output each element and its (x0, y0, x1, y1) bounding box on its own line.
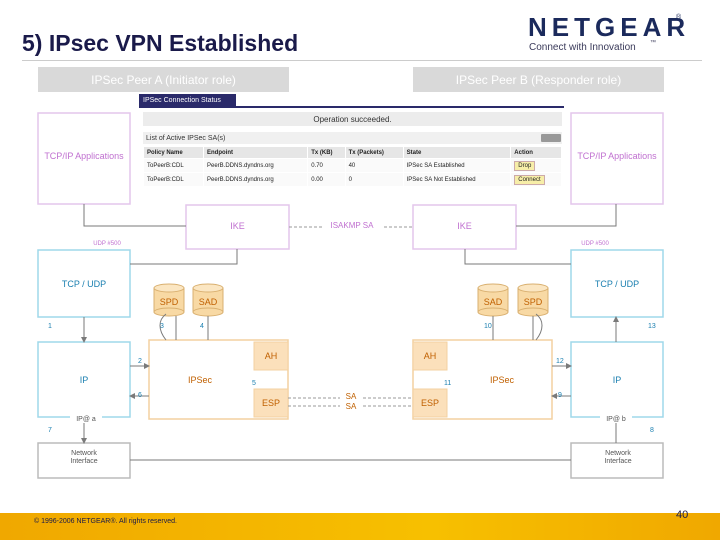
ah-label-left: AH (264, 351, 278, 361)
active-sa-subheader: List of Active IPSec SA(s) (143, 132, 562, 144)
peer-b-header: IPSec Peer B (Responder role) (413, 67, 664, 92)
cell-endpoint: PeerB.DDNS.dyndns.org (202, 158, 309, 173)
network-interface-box-right (570, 442, 664, 479)
step-12: 12 (556, 358, 564, 365)
step-8: 8 (650, 427, 654, 434)
footer-bar (0, 513, 720, 540)
sa-label-lower: SA (340, 402, 362, 411)
status-panel-rule (139, 106, 564, 108)
operation-message: Operation succeeded. (143, 112, 562, 126)
drop-button[interactable]: Drop (514, 160, 536, 171)
udp500-label-left: UDP #500 (93, 241, 121, 247)
sad-label-right: SAD (483, 297, 503, 307)
ike-label-right: IKE (457, 221, 472, 231)
udp500-label-right: UDP #500 (581, 241, 609, 247)
cell-tx-packets: 0 (344, 172, 404, 187)
step-3: 3 (160, 323, 164, 330)
slide-title: 5) IPsec VPN Established (22, 30, 299, 56)
tcpip-apps-label-right: TCP/IP Applications (577, 151, 657, 161)
cell-tx-kb: 0.00 (307, 172, 346, 187)
ike-label-left: IKE (230, 221, 245, 231)
esp-box-left (253, 388, 289, 418)
ip-address-b-label: IP@ b (600, 416, 632, 423)
tcpudp-box-right (570, 249, 664, 318)
col-policy-name: Policy Name (143, 146, 204, 159)
ah-box-left (253, 341, 289, 371)
col-endpoint: Endpoint (202, 146, 309, 159)
tcpip-apps-label-left: TCP/IP Applications (44, 151, 124, 161)
sa-table-header-row: Policy Name Endpoint Tx (KB) Tx (Packets… (143, 146, 562, 159)
esp-box-right (412, 388, 448, 418)
connect-button[interactable]: Connect (514, 174, 545, 185)
active-sa-table: Policy Name Endpoint Tx (KB) Tx (Packets… (143, 146, 562, 187)
step-13: 13 (648, 323, 656, 330)
spd-label-right: SPD (523, 297, 543, 307)
copyright-text: © 1996-2006 NETGEAR®. All rights reserve… (34, 518, 177, 525)
ipsec-label-right: IPSec (489, 375, 514, 385)
step-9: 9 (558, 392, 562, 399)
status-panel-tab[interactable]: IPSec Connection Status (139, 94, 236, 106)
ip-label-left: IP (79, 375, 89, 385)
cell-state: IPSec SA Not Established (402, 172, 512, 187)
subheader-control[interactable] (541, 134, 561, 142)
sad-label-left: SAD (198, 297, 218, 307)
cell-tx-packets: 40 (344, 158, 404, 173)
step-4: 4 (200, 323, 204, 330)
network-interface-label-left: Network Interface (70, 450, 98, 466)
step-1: 1 (48, 323, 52, 330)
netgear-logo: NETGEAR (528, 12, 691, 42)
sa-label-upper: SA (340, 392, 362, 401)
esp-label-right: ESP (420, 398, 439, 408)
step-10: 10 (484, 323, 492, 330)
logo-trademark-mark: ™ (650, 40, 656, 46)
tcpudp-label-left: TCP / UDP (61, 279, 107, 289)
spd-label-left: SPD (159, 297, 179, 307)
cell-state: IPSec SA Established (402, 158, 512, 173)
step-2: 2 (138, 358, 142, 365)
ip-address-a-label: IP@ a (70, 416, 102, 423)
col-tx-packets: Tx (Packets) (344, 146, 404, 159)
step-7: 7 (48, 427, 52, 434)
table-row: ToPeerB:CDL PeerB.DDNS.dyndns.org 0.00 0… (143, 172, 562, 187)
tcpudp-box-left (37, 249, 131, 318)
ah-box-right (412, 341, 448, 371)
cell-policy-name: ToPeerB:CDL (143, 172, 204, 187)
step-11: 11 (444, 380, 452, 387)
cell-tx-kb: 0.70 (307, 158, 346, 173)
cell-action: Drop (510, 158, 562, 173)
network-interface-label-right: Network Interface (604, 450, 632, 466)
tcpip-apps-box-left (37, 112, 131, 205)
step-6: 6 (138, 392, 142, 399)
logo-registered-mark: ® (676, 14, 682, 21)
table-row: ToPeerB:CDL PeerB.DDNS.dyndns.org 0.70 4… (143, 158, 562, 173)
ip-box-right (570, 341, 664, 418)
title-divider (22, 60, 702, 61)
spd-database-left (153, 283, 185, 317)
sad-database-right (477, 283, 509, 317)
ike-box-left (185, 204, 290, 250)
col-tx-kb: Tx (KB) (307, 146, 346, 159)
tcpudp-label-right: TCP / UDP (594, 279, 640, 289)
page-number: 40 (676, 509, 689, 521)
isakmp-sa-label: ISAKMP SA (322, 221, 382, 230)
col-action: Action (510, 146, 562, 159)
step-5: 5 (252, 380, 256, 387)
logo-tagline: Connect with Innovation (529, 42, 636, 53)
esp-label-left: ESP (261, 398, 280, 408)
cell-action: Connect (510, 172, 562, 187)
cell-endpoint: PeerB.DDNS.dyndns.org (202, 172, 309, 187)
ip-label-right: IP (612, 375, 622, 385)
ah-label-right: AH (423, 351, 437, 361)
ipsec-label-left: IPSec (187, 375, 212, 385)
sad-database-left (192, 283, 224, 317)
tcpip-apps-box-right (570, 112, 664, 205)
network-interface-box-left (37, 442, 131, 479)
cell-policy-name: ToPeerB:CDL (143, 158, 204, 173)
col-state: State (402, 146, 512, 159)
peer-a-header: IPSec Peer A (Initiator role) (38, 67, 289, 92)
spd-database-right (517, 283, 549, 317)
